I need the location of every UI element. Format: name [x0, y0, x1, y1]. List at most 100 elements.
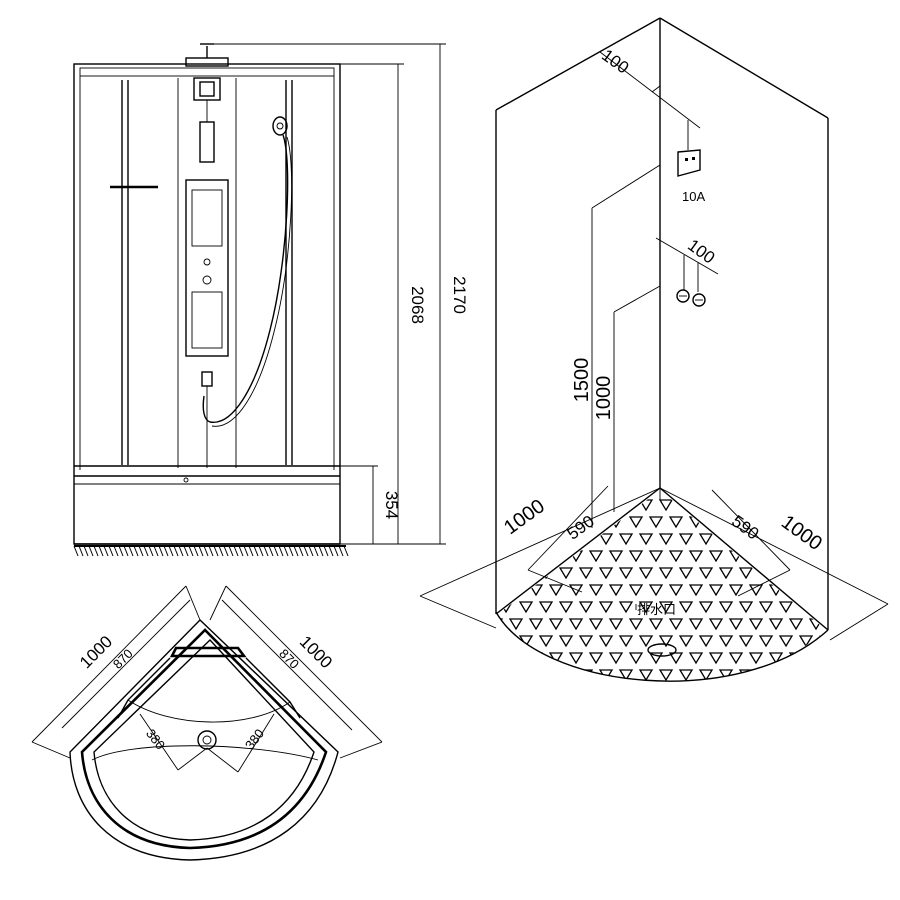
tray-triangle: [658, 533, 674, 546]
hatch-line: [98, 545, 104, 557]
hatch-line: [148, 545, 154, 557]
tray-triangle: [568, 584, 584, 597]
tray-triangle: [708, 652, 724, 665]
tray-triangle: [598, 601, 614, 614]
floor-hatch: [73, 545, 349, 557]
tray-triangle: [698, 499, 714, 512]
hatch-line: [93, 545, 99, 557]
tray-triangle: [688, 584, 704, 597]
hatch-line: [233, 545, 239, 557]
tray-triangle: [568, 652, 584, 665]
hatch-line: [263, 545, 269, 557]
tray-triangle: [678, 601, 694, 614]
hatch-line: [218, 545, 224, 557]
dim-right-width: 1000: [777, 511, 826, 555]
hatch-line: [188, 545, 194, 557]
tray-triangle: [648, 584, 664, 597]
drain-label: 排水口: [637, 602, 676, 617]
hatch-line: [223, 545, 229, 557]
tray-triangle: [718, 635, 734, 648]
tray-triangle: [480, 636, 492, 646]
tray-triangle: [558, 567, 574, 580]
tray-triangle: [818, 635, 826, 648]
tray-triangle: [658, 567, 674, 580]
tray-triangle: [650, 687, 662, 697]
tray-triangle: [730, 687, 742, 697]
cabin-top-rail: [79, 67, 335, 77]
front-elevation-view: 354 2068 2170: [73, 43, 469, 557]
tray-triangle: [518, 601, 534, 614]
hatch-line: [123, 545, 129, 557]
tray-triangle: [658, 635, 674, 648]
tray-triangle: [628, 652, 644, 665]
tray-triangle: [748, 584, 764, 597]
tray-triangle: [768, 618, 784, 631]
tray-triangle: [728, 618, 744, 631]
tray-triangle: [830, 653, 842, 663]
tray-triangle: [658, 669, 674, 682]
tray-triangle: [668, 516, 684, 529]
socket-label: 10A: [682, 189, 705, 204]
hatch-line: [308, 545, 314, 557]
tray-triangle: [628, 550, 644, 563]
tray-triangle: [668, 618, 684, 631]
tray-triangle: [510, 687, 522, 697]
hatch-line: [313, 545, 319, 557]
tray-triangle: [578, 635, 594, 648]
tray-triangle: [748, 652, 764, 665]
tray-triangle: [758, 567, 774, 580]
hatch-line: [288, 545, 294, 557]
hatch-line: [163, 545, 169, 557]
tray-triangle: [480, 534, 492, 544]
tray-triangle: [778, 669, 794, 682]
tray-triangle: [830, 551, 842, 561]
tray-triangle: [818, 601, 826, 614]
tray-triangle: [718, 533, 734, 546]
tray-triangle: [588, 550, 604, 563]
tray-triangle: [498, 567, 514, 580]
tray-triangle: [770, 687, 782, 697]
tray-triangle: [538, 635, 554, 648]
hatch-line: [298, 545, 304, 557]
tray-triangle: [498, 669, 514, 682]
hatch-line: [88, 545, 94, 557]
hatch-line: [253, 545, 259, 557]
tray-triangle: [830, 687, 842, 697]
tray-triangle: [618, 567, 634, 580]
tray-triangle: [498, 652, 504, 665]
dim-tray-height: 354: [382, 491, 401, 519]
hatch-line: [158, 545, 164, 557]
dim-left-width: 1000: [500, 495, 549, 539]
hatch-line: [83, 545, 89, 557]
tray-triangle: [578, 601, 594, 614]
tray-triangle: [508, 584, 524, 597]
tray-triangle: [698, 533, 714, 546]
tray-triangle: [558, 635, 574, 648]
water-inlet-icons: [676, 289, 706, 307]
drain-icon: [647, 643, 677, 657]
tray-triangle: [480, 602, 492, 612]
tray-triangle: [548, 618, 564, 631]
cabin-outer-frame: [73, 63, 341, 545]
socket-icon: [677, 149, 701, 177]
perspective-view: 排水口 10A 100 100 1500 1000: [419, 17, 889, 697]
tray-triangle: [778, 601, 794, 614]
dim-right-inner: 590: [728, 512, 762, 544]
tray-triangle: [840, 636, 852, 646]
hatch-line: [258, 545, 264, 557]
tray-triangle: [738, 499, 754, 512]
tray-triangle: [688, 652, 704, 665]
hatch-line: [113, 545, 119, 557]
hatch-line: [213, 545, 219, 557]
dim-total-height: 2170: [450, 276, 469, 314]
tray-triangle: [530, 687, 542, 697]
tray-triangle: [788, 618, 804, 631]
tray-triangle: [758, 601, 774, 614]
tray-triangle: [748, 618, 764, 631]
dim-left-inner: 590: [564, 512, 598, 544]
tray-triangle: [840, 670, 852, 680]
tray-triangle: [480, 568, 492, 578]
tray-triangle: [628, 516, 644, 529]
dim-height-1000: 1000: [593, 376, 615, 421]
plan-view: 380 380 1000 870 870 1000: [31, 585, 383, 861]
